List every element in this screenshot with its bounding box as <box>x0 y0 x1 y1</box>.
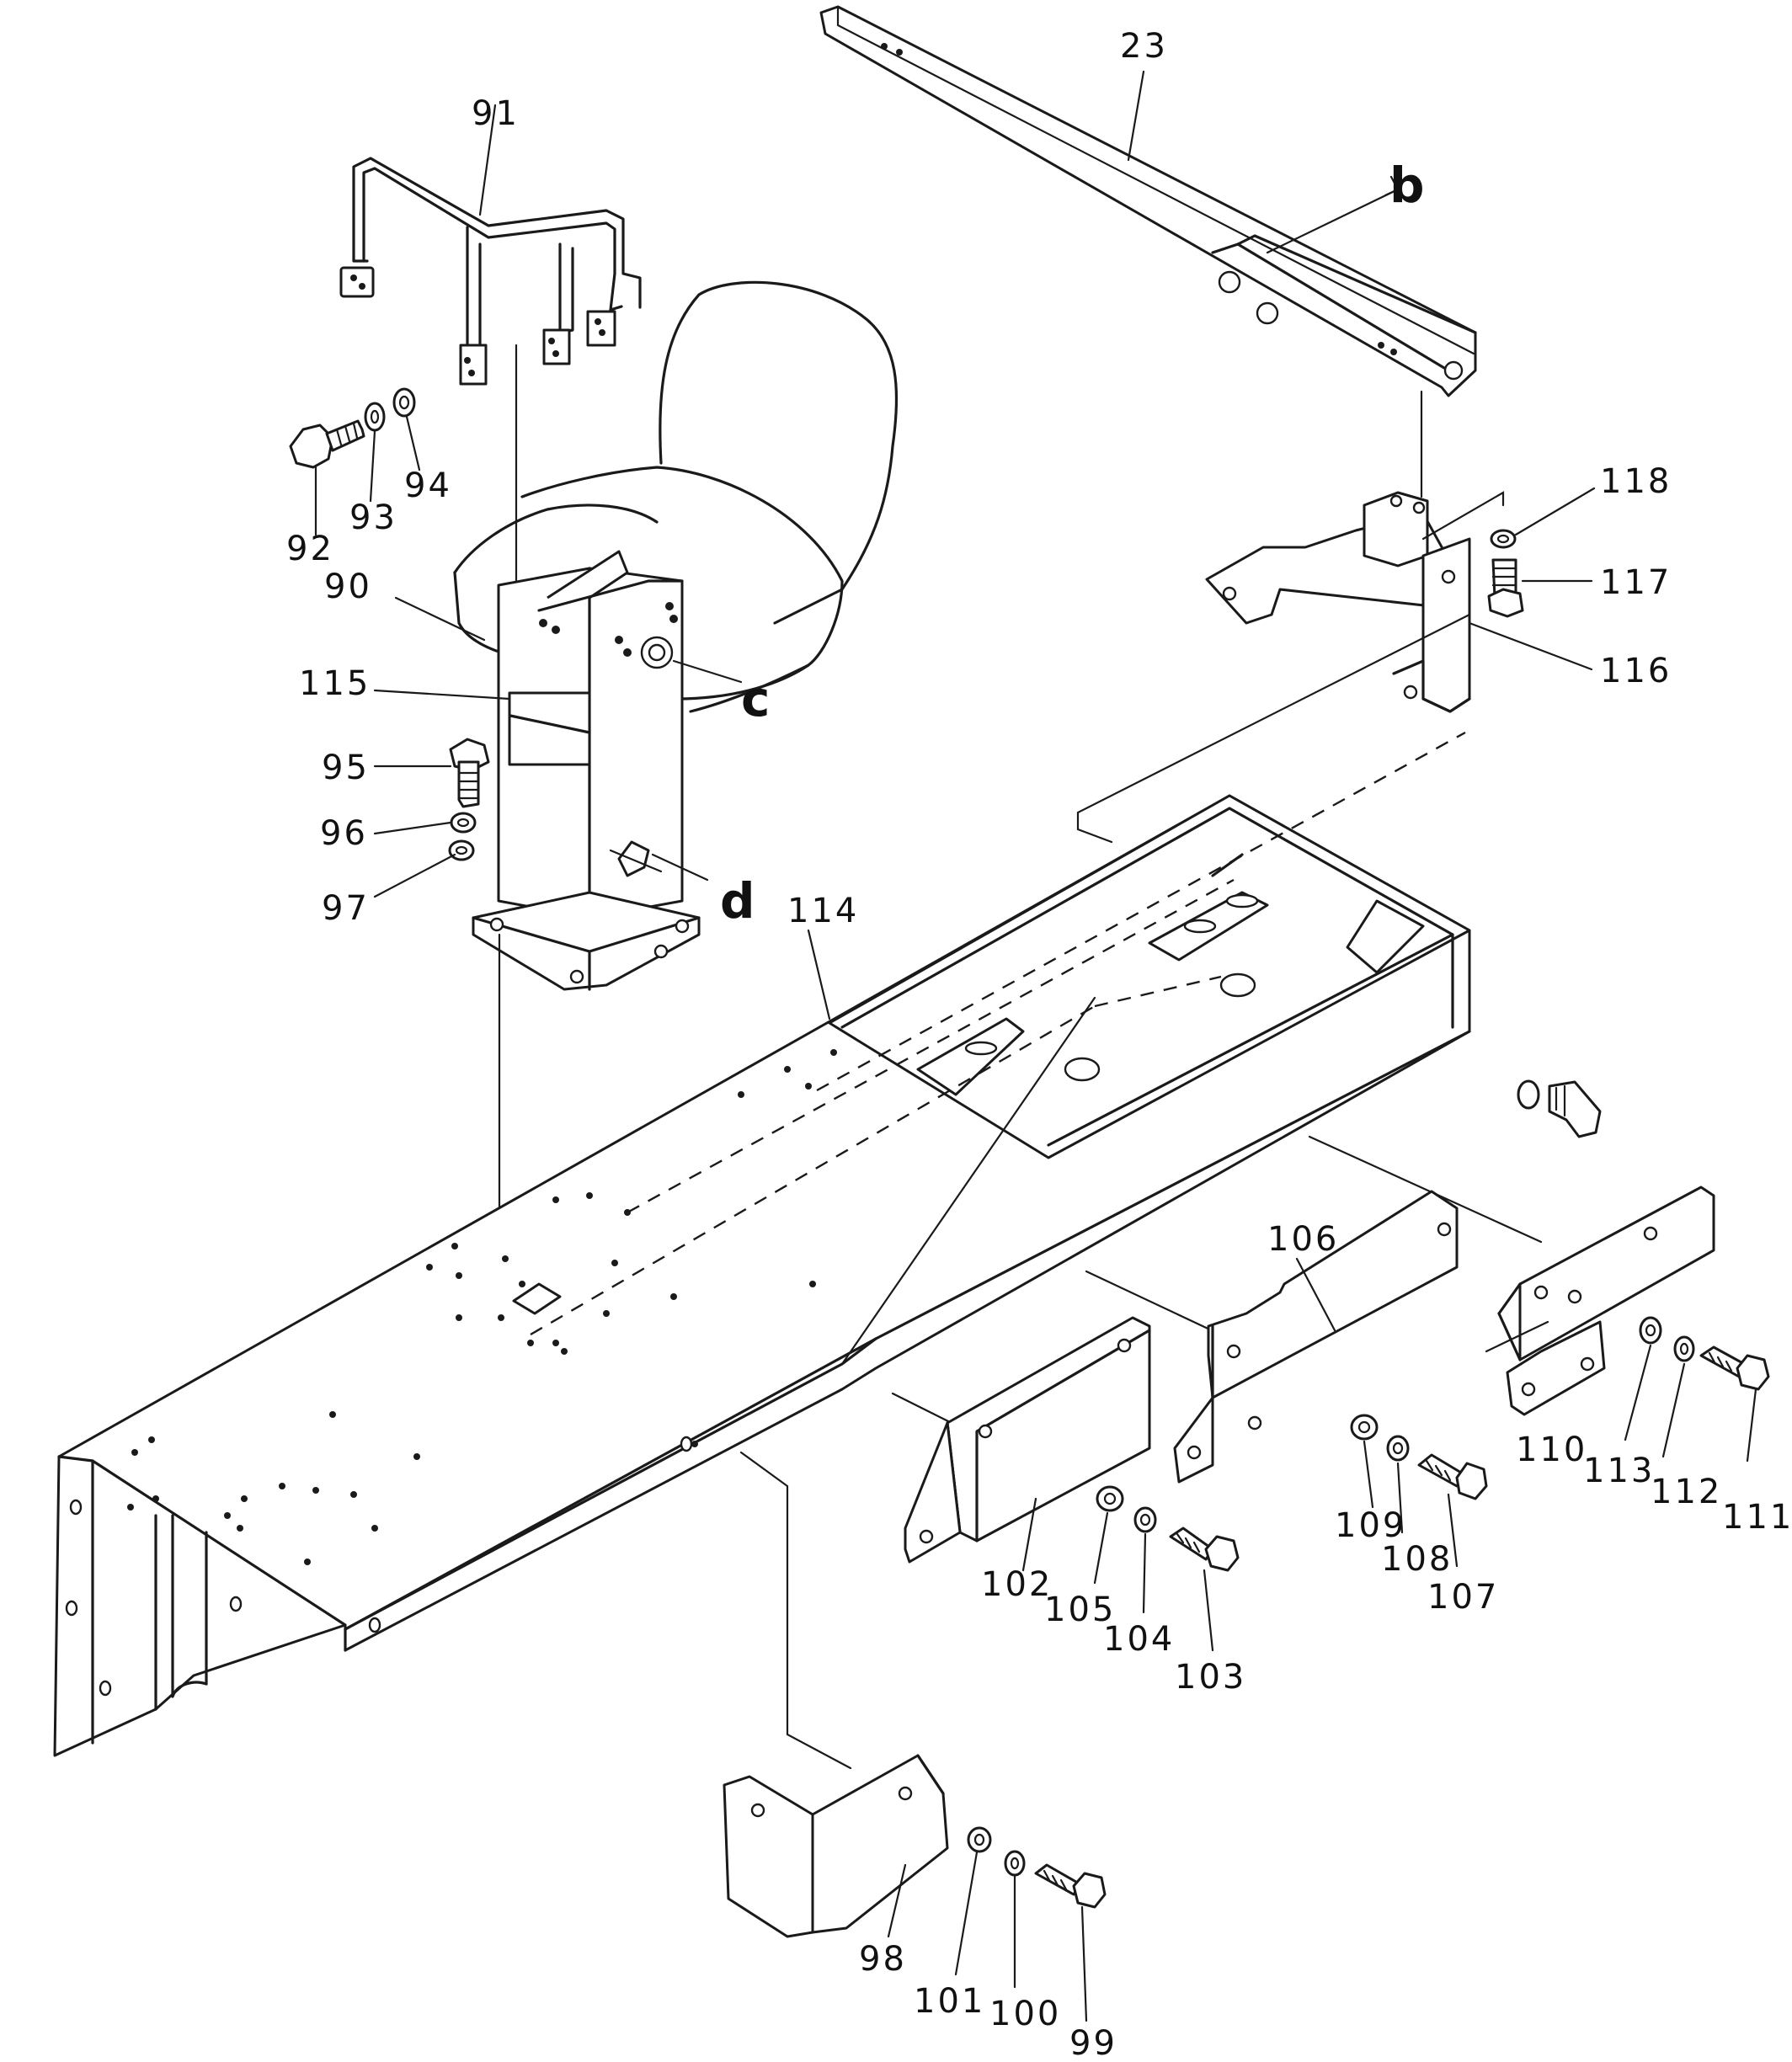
label-112: 112 <box>1651 1473 1722 1511</box>
label-107: 107 <box>1427 1578 1499 1617</box>
washer-93 <box>364 402 386 432</box>
washer-100 <box>1004 1850 1026 1877</box>
washer-108 <box>1386 1435 1410 1462</box>
washer-109 <box>1350 1414 1379 1441</box>
bracket-106 <box>1173 1190 1459 1484</box>
operator-seat <box>453 280 899 713</box>
label-100: 100 <box>989 1995 1061 2033</box>
part-labels: 23 b 91 92 93 94 90 115 c 95 96 97 d 114… <box>286 27 1792 2062</box>
label-91: 91 <box>472 94 520 133</box>
seat-bracket-116 <box>1076 390 1505 844</box>
bracket-98 <box>723 1754 949 1938</box>
label-92: 92 <box>286 530 334 568</box>
label-90: 90 <box>324 567 372 606</box>
seat-pedestal-90 <box>472 550 701 1319</box>
washer-118 <box>1490 529 1517 549</box>
label-115: 115 <box>299 664 371 703</box>
label-109: 109 <box>1335 1506 1406 1545</box>
label-111: 111 <box>1722 1498 1792 1537</box>
label-114: 114 <box>787 892 859 930</box>
label-110: 110 <box>1516 1431 1587 1469</box>
label-94: 94 <box>404 466 452 505</box>
label-96: 96 <box>320 814 368 853</box>
label-104: 104 <box>1103 1620 1175 1659</box>
label-106: 106 <box>1267 1220 1339 1259</box>
label-116: 116 <box>1600 652 1672 690</box>
label-108: 108 <box>1381 1540 1453 1579</box>
bolt-103 <box>1169 1527 1240 1572</box>
label-c: c <box>741 670 770 727</box>
leader-lines <box>314 70 1757 2022</box>
washer-97 <box>448 839 475 861</box>
guard-rail-91 <box>339 157 642 625</box>
bolt-111 <box>1699 1345 1770 1391</box>
washer-104 <box>1133 1506 1157 1533</box>
label-97: 97 <box>322 889 370 928</box>
bolt-95 <box>449 738 490 808</box>
floor-frame-114 <box>53 731 1543 1770</box>
frame-side-fasteners <box>1517 1079 1602 1138</box>
bolt-99 <box>1034 1863 1107 1909</box>
washer-101 <box>967 1826 992 1853</box>
washer-105 <box>1096 1485 1124 1512</box>
seat-rail-23 <box>819 5 1477 397</box>
washer-94 <box>392 387 416 418</box>
label-98: 98 <box>859 1940 907 1979</box>
label-113: 113 <box>1583 1452 1655 1490</box>
bolt-107 <box>1417 1453 1488 1500</box>
label-93: 93 <box>349 498 397 537</box>
label-23: 23 <box>1120 27 1168 66</box>
label-d: d <box>720 872 755 930</box>
label-102: 102 <box>981 1565 1053 1604</box>
washer-112 <box>1673 1335 1695 1362</box>
washer-113 <box>1639 1316 1662 1345</box>
washer-96 <box>450 812 477 834</box>
label-118: 118 <box>1600 462 1672 501</box>
label-99: 99 <box>1069 2024 1117 2062</box>
bracket-110 <box>1497 1186 1715 1416</box>
bracket-102 <box>904 1316 1151 1564</box>
label-105: 105 <box>1044 1590 1116 1629</box>
bolt-117 <box>1487 558 1524 618</box>
label-b: b <box>1389 157 1425 214</box>
fastener-92 <box>289 419 365 469</box>
label-101: 101 <box>914 1982 985 2021</box>
label-117: 117 <box>1600 563 1672 602</box>
label-95: 95 <box>322 749 370 787</box>
label-103: 103 <box>1175 1658 1246 1697</box>
